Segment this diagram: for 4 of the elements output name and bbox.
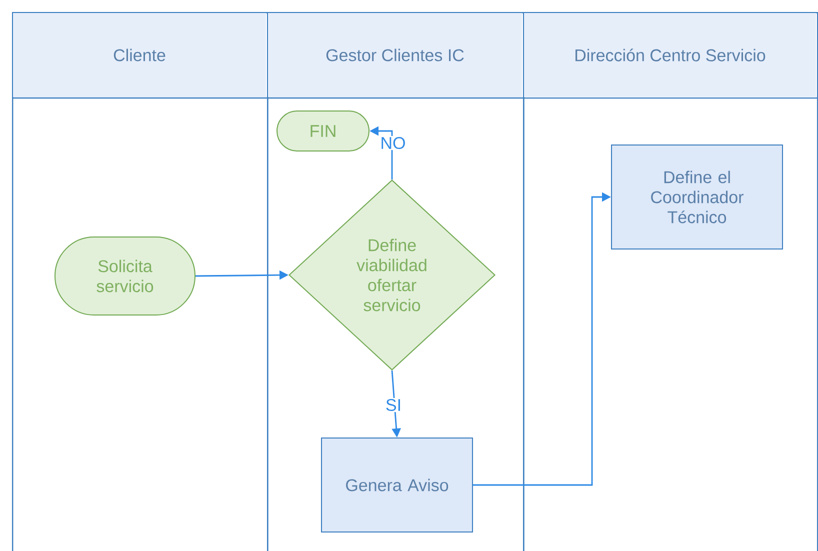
process-box: Genera Aviso — [321, 438, 473, 532]
process-box: Define el Coordinador Técnico — [611, 144, 783, 250]
edge-label: NO — [382, 136, 405, 150]
edge-label: SI — [386, 398, 400, 412]
